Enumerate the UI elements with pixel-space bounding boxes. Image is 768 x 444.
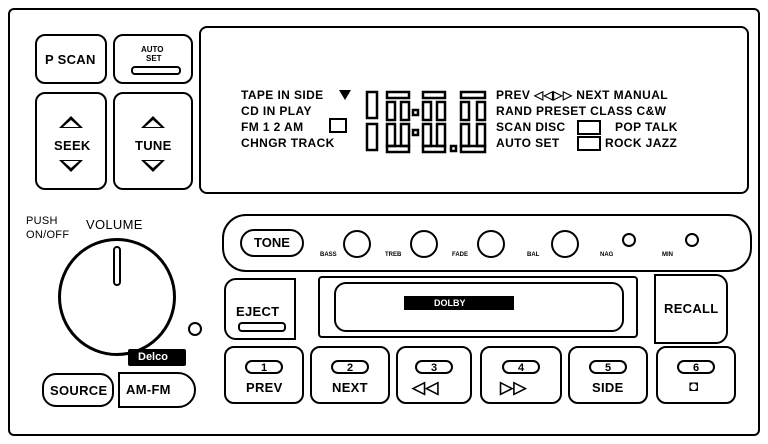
lcd-display: TAPE IN SIDE CD IN PLAY FM 1 2 AM CHNGR … bbox=[199, 26, 749, 194]
preset-6-button[interactable]: 6 ◘ bbox=[656, 346, 736, 404]
seek-label: SEEK bbox=[54, 138, 91, 153]
balance-knob[interactable] bbox=[551, 230, 579, 258]
treble-knob[interactable] bbox=[410, 230, 438, 258]
push-on-off-label-2: ON/OFF bbox=[26, 229, 70, 241]
display-tape-in-side: TAPE IN SIDE bbox=[241, 88, 324, 102]
volume-knob-pointer bbox=[113, 246, 121, 286]
nag-label: NAG bbox=[600, 252, 614, 258]
display-auto-set: AUTO SET bbox=[496, 136, 560, 150]
preset-3-button[interactable]: 3 ◁◁ bbox=[396, 346, 472, 404]
volume-indicator-led bbox=[188, 322, 202, 336]
tune-up-icon-inner bbox=[145, 120, 161, 127]
preset-1-button[interactable]: 1 PREV bbox=[224, 346, 304, 404]
cassette-slot-frame bbox=[318, 276, 638, 338]
seek-down-icon-inner bbox=[63, 161, 79, 168]
p-scan-label: P SCAN bbox=[45, 52, 96, 67]
tone-button[interactable]: TONE bbox=[240, 229, 304, 257]
preset-4-button[interactable]: 4 ▷▷ bbox=[480, 346, 562, 404]
display-prev-next: PREV ◁◁▷▷ NEXT MANUAL bbox=[496, 88, 668, 102]
auto-set-label-line1: AUTO bbox=[141, 45, 164, 54]
disc-indicator-icon bbox=[577, 120, 601, 135]
eject-slot bbox=[238, 322, 286, 332]
dolby-noise-reduction-icon: ◘ bbox=[689, 378, 699, 395]
display-chngr-track: CHNGR TRACK bbox=[241, 136, 335, 150]
eject-label: EJECT bbox=[236, 304, 280, 319]
preset-5-number: 5 bbox=[589, 360, 627, 374]
preset-4-number: 4 bbox=[502, 360, 540, 374]
auto-set-slot bbox=[131, 66, 181, 75]
preset-5-button[interactable]: 5 SIDE bbox=[568, 346, 648, 404]
am-fm-button[interactable]: AM-FM bbox=[118, 372, 196, 408]
genre-indicator-icon bbox=[577, 136, 601, 151]
recall-label: RECALL bbox=[664, 301, 719, 316]
preset-1-number: 1 bbox=[245, 360, 283, 374]
fade-knob[interactable] bbox=[477, 230, 505, 258]
display-fm-band: FM 1 2 AM bbox=[241, 120, 304, 134]
auto-set-label-line2: SET bbox=[146, 54, 162, 63]
bass-label: BASS bbox=[320, 252, 337, 258]
cassette-door[interactable] bbox=[334, 282, 624, 332]
min-indicator bbox=[685, 233, 699, 247]
volume-label: VOLUME bbox=[86, 217, 143, 232]
display-pop-talk: POP TALK bbox=[615, 120, 678, 134]
preset-2-label: NEXT bbox=[332, 380, 368, 395]
fade-label: FADE bbox=[452, 252, 469, 258]
dolby-display-icon bbox=[329, 118, 347, 133]
preset-2-number: 2 bbox=[331, 360, 369, 374]
digit-readout bbox=[365, 90, 487, 154]
display-cd-in-play: CD IN PLAY bbox=[241, 104, 312, 118]
push-on-off-label-1: PUSH bbox=[26, 215, 58, 227]
nag-indicator bbox=[622, 233, 636, 247]
brand-badge: Delco bbox=[128, 349, 186, 366]
display-scan-disc: SCAN DISC bbox=[496, 120, 566, 134]
source-label: SOURCE bbox=[50, 383, 108, 398]
faceplate-border bbox=[8, 8, 760, 436]
preset-6-number: 6 bbox=[677, 360, 715, 374]
tone-label: TONE bbox=[254, 235, 290, 250]
fast-forward-icon: ▷▷ bbox=[500, 378, 527, 397]
treble-label: TREB bbox=[385, 252, 402, 258]
p-scan-button[interactable]: P SCAN bbox=[35, 34, 107, 84]
preset-2-button[interactable]: 2 NEXT bbox=[310, 346, 390, 404]
preset-5-label: SIDE bbox=[592, 380, 624, 395]
balance-label: BAL bbox=[527, 252, 540, 258]
preset-1-label: PREV bbox=[246, 380, 283, 395]
seek-up-icon-inner bbox=[63, 120, 79, 127]
dolby-badge-text: DOLBY bbox=[434, 298, 466, 308]
bass-knob[interactable] bbox=[343, 230, 371, 258]
source-button[interactable]: SOURCE bbox=[42, 373, 114, 407]
am-fm-label: AM-FM bbox=[126, 382, 171, 397]
tune-down-icon-inner bbox=[145, 161, 161, 168]
auto-set-button[interactable]: AUTO SET bbox=[113, 34, 193, 84]
display-rock-jazz: ROCK JAZZ bbox=[605, 136, 678, 150]
volume-knob[interactable] bbox=[58, 238, 176, 356]
tune-label: TUNE bbox=[135, 138, 172, 153]
tone-panel bbox=[222, 214, 752, 272]
seek-button[interactable]: SEEK bbox=[35, 92, 107, 190]
tune-button[interactable]: TUNE bbox=[113, 92, 193, 190]
brand-badge-text: Delco bbox=[138, 351, 168, 363]
rewind-icon: ◁◁ bbox=[412, 378, 439, 397]
dolby-badge: DOLBY bbox=[404, 296, 514, 310]
min-label: MIN bbox=[662, 252, 673, 258]
eject-button[interactable]: EJECT bbox=[224, 278, 296, 340]
display-rand-preset: RAND PRESET CLASS C&W bbox=[496, 104, 667, 118]
preset-3-number: 3 bbox=[415, 360, 453, 374]
tape-side-icon bbox=[339, 90, 351, 100]
recall-button[interactable]: RECALL bbox=[654, 274, 728, 344]
